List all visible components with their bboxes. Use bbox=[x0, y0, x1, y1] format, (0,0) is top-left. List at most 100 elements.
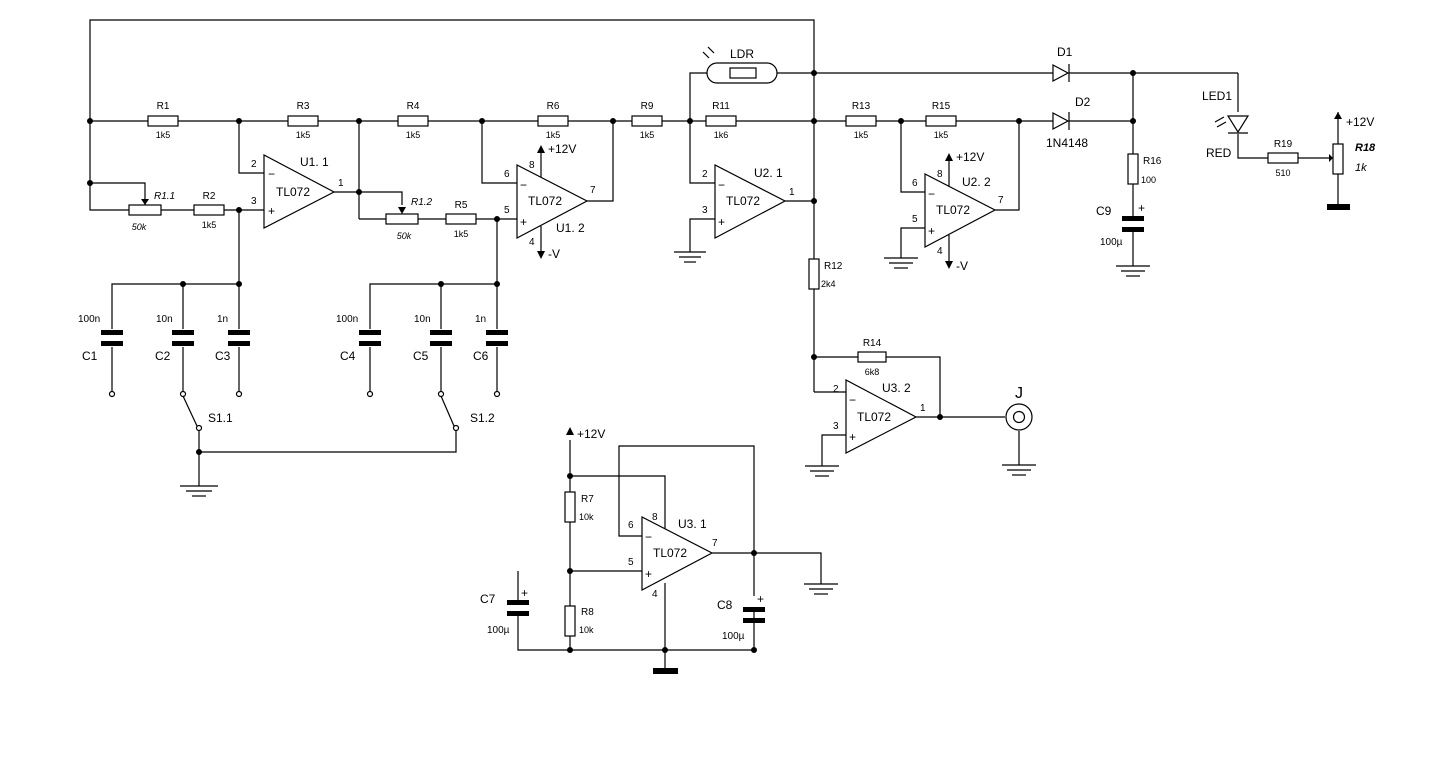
capacitor-c9: + C9 100µ bbox=[1096, 201, 1145, 248]
opamp-u2-2: − + TL072 U2. 2 +12V -V 6 5 7 8 4 bbox=[912, 150, 1004, 273]
ground-bar bbox=[653, 668, 678, 674]
r1-2-label: R1.2 bbox=[411, 197, 433, 208]
u1-2-part: TL072 bbox=[528, 194, 562, 208]
c8-plus-sign: + bbox=[757, 592, 764, 606]
u2-2-pin-minus: 6 bbox=[912, 178, 918, 189]
r11-value: 1k6 bbox=[714, 130, 729, 140]
opamp-u3-2: − + TL072 U3. 2 2 3 1 bbox=[833, 379, 926, 454]
u3-2-label: U3. 2 bbox=[882, 381, 911, 395]
c7-value: 100µ bbox=[487, 625, 510, 636]
r3-value: 1k5 bbox=[296, 130, 311, 140]
jack-output: J bbox=[1005, 385, 1033, 431]
resistor-r1: R1 1k5 bbox=[147, 101, 179, 140]
u3-1-pin-minus: 6 bbox=[628, 520, 634, 531]
capacitor-c6: 1n C6 bbox=[473, 314, 508, 398]
r1-1-label: R1.1 bbox=[154, 191, 175, 202]
capacitor-c1: 100n C1 bbox=[78, 314, 123, 398]
ground-symbol bbox=[804, 583, 838, 595]
ground-symbol bbox=[1002, 464, 1036, 476]
diode-d1: D1 bbox=[1052, 45, 1073, 82]
ldr-label: LDR bbox=[730, 47, 754, 61]
r2-label: R2 bbox=[203, 191, 216, 202]
u2-2-supply-neg: -V bbox=[956, 259, 968, 273]
u2-2-supply-pos: +12V bbox=[956, 150, 984, 164]
potentiometer-r1-2: R1.2 50k bbox=[385, 197, 433, 241]
r13-label: R13 bbox=[852, 101, 871, 112]
capacitor-c2: 10n C2 bbox=[155, 314, 194, 398]
r16-label: R16 bbox=[1143, 156, 1162, 167]
u3-1-minus-sign: − bbox=[645, 530, 652, 544]
c8-value: 100µ bbox=[722, 631, 745, 642]
ground-symbol bbox=[1116, 265, 1150, 277]
r1-2-value: 50k bbox=[397, 231, 412, 241]
r5-value: 1k5 bbox=[454, 229, 469, 239]
u1-2-supply-pos: +12V bbox=[548, 142, 576, 156]
c2-value: 10n bbox=[156, 314, 173, 325]
u1-2-pin-minus: 6 bbox=[504, 169, 510, 180]
u3-2-minus-sign: − bbox=[849, 393, 856, 407]
ground-symbol bbox=[674, 251, 706, 263]
capacitor-c4: 100n C4 bbox=[336, 314, 381, 398]
resistor-r15: R15 1k5 bbox=[925, 101, 957, 140]
opamp-u1-1: − + TL072 U1. 1 2 3 1 bbox=[251, 154, 344, 229]
r15-value: 1k5 bbox=[934, 130, 949, 140]
c6-value: 1n bbox=[475, 314, 486, 325]
opamp-u3-1: − + TL072 U3. 1 6 5 7 8 4 bbox=[628, 512, 718, 600]
u1-2-plus-sign: + bbox=[520, 215, 527, 229]
switch-s1-1: S1.1 bbox=[182, 395, 233, 432]
u1-2-pin-vn: 4 bbox=[529, 237, 535, 248]
u2-1-pin-out: 1 bbox=[789, 187, 795, 198]
resistor-r11: R11 1k6 bbox=[705, 101, 737, 140]
resistor-r14: R14 6k8 bbox=[857, 338, 887, 377]
d2-label: D2 bbox=[1075, 95, 1091, 109]
u3-1-supply-pos: +12V bbox=[577, 427, 605, 441]
u1-1-pin-out: 1 bbox=[338, 178, 344, 189]
r12-label: R12 bbox=[824, 261, 843, 272]
r12-value: 2k4 bbox=[821, 279, 836, 289]
u3-2-pin-out: 1 bbox=[920, 403, 926, 414]
u1-2-pin-plus: 5 bbox=[504, 205, 510, 216]
c3-value: 1n bbox=[217, 314, 228, 325]
switch-s1-2: S1.2 bbox=[440, 395, 495, 432]
r8-label: R8 bbox=[581, 607, 594, 618]
c9-value: 100µ bbox=[1100, 237, 1123, 248]
opamp-u2-1: − + TL072 U2. 1 2 3 1 bbox=[702, 164, 795, 239]
resistor-r16: R16 100 bbox=[1127, 153, 1162, 185]
u3-1-pin-plus: 5 bbox=[628, 557, 634, 568]
r18-supply: +12V bbox=[1346, 115, 1374, 129]
led1-value: RED bbox=[1206, 146, 1232, 160]
r15-label: R15 bbox=[932, 101, 951, 112]
c6-label: C6 bbox=[473, 349, 489, 363]
r19-label: R19 bbox=[1274, 139, 1293, 150]
resistor-r9: R9 1k5 bbox=[631, 101, 663, 140]
resistor-r6: R6 1k5 bbox=[537, 101, 569, 140]
ground-symbol bbox=[884, 257, 918, 269]
u1-2-pin-vp: 8 bbox=[529, 160, 535, 171]
u1-1-pin-plus: 3 bbox=[251, 196, 257, 207]
r19-value: 510 bbox=[1275, 168, 1290, 178]
r9-label: R9 bbox=[641, 101, 654, 112]
u1-2-supply-neg: -V bbox=[548, 247, 560, 261]
u1-1-part: TL072 bbox=[276, 185, 310, 199]
u2-1-part: TL072 bbox=[726, 194, 760, 208]
s1-2-label: S1.2 bbox=[470, 411, 495, 425]
d1-label: D1 bbox=[1057, 45, 1073, 59]
u3-2-plus-sign: + bbox=[849, 430, 856, 444]
resistor-r7: R7 10k bbox=[564, 491, 594, 523]
u3-1-pin-vp: 8 bbox=[652, 512, 658, 523]
c1-value: 100n bbox=[78, 314, 100, 325]
r4-label: R4 bbox=[407, 101, 420, 112]
c7-label: C7 bbox=[480, 592, 496, 606]
resistor-r19: R19 510 bbox=[1267, 139, 1299, 178]
ground-symbol bbox=[180, 485, 218, 497]
resistor-r4: R4 1k5 bbox=[397, 101, 429, 140]
c4-label: C4 bbox=[340, 349, 356, 363]
u3-2-part: TL072 bbox=[857, 410, 891, 424]
r13-value: 1k5 bbox=[854, 130, 869, 140]
u3-1-label: U3. 1 bbox=[678, 517, 707, 531]
u3-1-pin-vn: 4 bbox=[652, 589, 658, 600]
r4-value: 1k5 bbox=[406, 130, 421, 140]
resistor-r13: R13 1k5 bbox=[845, 101, 877, 140]
c4-value: 100n bbox=[336, 314, 358, 325]
